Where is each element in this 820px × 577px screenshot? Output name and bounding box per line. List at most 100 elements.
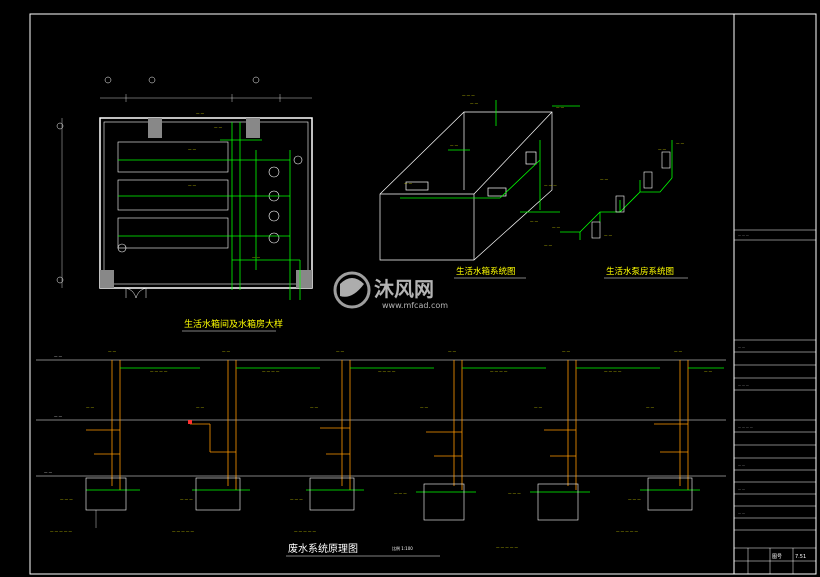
svg-text:— —: — — (196, 405, 205, 409)
svg-text:— —: — — (600, 177, 609, 181)
pump (117, 243, 127, 253)
svg-text:— — — —: — — — — (150, 369, 168, 373)
svg-text:— —: — — (54, 354, 63, 358)
svg-text:— —: — — (222, 349, 231, 353)
waste-system-scale: 比例 1:100 (392, 545, 413, 551)
pump (591, 221, 601, 239)
tank-system-isometric (379, 111, 553, 261)
svg-text:— — —: — — — (544, 183, 557, 187)
title-block-notes: — — — — — — — — — — — — — — — — — — (738, 233, 753, 515)
water-tank (117, 141, 229, 173)
sheet-frame (29, 13, 817, 575)
riser-unit (85, 360, 200, 528)
title-block (734, 229, 816, 574)
svg-text:— —: — — (552, 225, 561, 229)
svg-text:— —: — — (556, 105, 565, 109)
watermark-url: www.mfcad.com (382, 301, 448, 310)
svg-text:— — —: — — — (738, 233, 749, 237)
svg-text:— —: — — (674, 349, 683, 353)
pump-room-system: — — — — — — — — — — (552, 140, 685, 240)
pump (268, 232, 280, 244)
svg-text:— — —: — — — (738, 383, 749, 387)
svg-text:— — — —: — — — — (378, 369, 396, 373)
svg-text:— —: — — (188, 183, 197, 187)
svg-text:— — —: — — — (180, 497, 193, 501)
svg-text:— —: — — (470, 101, 479, 105)
pump-room-title: 生活水泵房系统图 (606, 266, 674, 277)
pump (643, 171, 653, 189)
svg-text:— — —: — — — (290, 497, 303, 501)
svg-text:— —: — — (448, 349, 457, 353)
svg-text:— — — —: — — — — (604, 369, 622, 373)
grid-bubble (252, 76, 260, 84)
svg-text:— —: — — (44, 470, 53, 474)
svg-text:— —: — — (108, 349, 117, 353)
svg-text:— — — — —: — — — — — (50, 529, 72, 533)
pump (615, 195, 625, 213)
svg-text:— —: — — (336, 349, 345, 353)
svg-text:— — —: — — — (628, 497, 641, 501)
sheet-number: 7.51 (795, 554, 806, 560)
riser-unit (306, 360, 434, 511)
svg-text:— —: — — (530, 219, 539, 223)
pump (293, 155, 303, 165)
door (125, 287, 147, 299)
svg-text:— —: — — (310, 405, 319, 409)
svg-text:— — — — —: — — — — — (172, 529, 194, 533)
grid-bubble (56, 276, 64, 284)
grid-bubble (148, 76, 156, 84)
svg-text:— — —: — — — (60, 497, 73, 501)
svg-text:— —: — — (738, 511, 745, 515)
pump (268, 166, 280, 178)
svg-text:— —: — — (534, 405, 543, 409)
svg-text:— — —: — — — (508, 491, 521, 495)
column (100, 270, 114, 288)
tank-system-title: 生活水箱系统图 (456, 266, 516, 277)
svg-text:— —: — — (676, 141, 685, 145)
svg-text:— —: — — (738, 345, 745, 349)
svg-text:— — —: — — — (394, 491, 407, 495)
svg-text:— —: — — (658, 147, 667, 151)
svg-text:— —: — — (54, 414, 63, 418)
svg-text:— —: — — (704, 369, 713, 373)
pump (661, 151, 671, 169)
svg-text:— —: — — (214, 125, 223, 129)
water-tank (117, 179, 229, 211)
waste-annotations: — — — — — — — — — — — — — — — — — — — — … (50, 349, 713, 549)
riser-unit (530, 360, 660, 521)
column (296, 270, 312, 288)
riser-unit (190, 360, 320, 511)
waste-system: — — — — — — (36, 349, 726, 549)
tank-room-title: 生活水箱间及水箱房大样 (184, 318, 283, 330)
tank-room-plan: — — — — — — — — — — (56, 76, 313, 300)
watermark: 沐风网 www.mfcad.com (333, 271, 448, 310)
watermark-logo-icon (333, 271, 371, 309)
tank-system-notes: — — — — — — — — — — — — — — — — — — (404, 93, 565, 247)
watermark-brand: 沐风网 (374, 277, 434, 301)
svg-text:— — — —: — — — — (738, 425, 753, 429)
svg-text:— —: — — (544, 243, 553, 247)
grid-bubble (56, 122, 64, 130)
tank-system-piping (400, 100, 580, 213)
svg-text:— —: — — (562, 349, 571, 353)
svg-text:— — — — —: — — — — — (616, 529, 638, 533)
riser-unit (640, 360, 724, 511)
valve (188, 420, 192, 424)
svg-text:— — — —: — — — — (490, 369, 508, 373)
column (148, 118, 162, 138)
svg-text:— —: — — (604, 233, 613, 237)
svg-text:— — — —: — — — — (262, 369, 280, 373)
svg-text:— — — — —: — — — — — (496, 545, 518, 549)
waste-system-title: 废水系统原理图 (288, 542, 358, 555)
svg-text:— —: — — (738, 463, 745, 467)
svg-text:— — — — —: — — — — — (294, 529, 316, 533)
svg-text:— —: — — (404, 181, 413, 185)
pump (268, 210, 280, 222)
svg-text:— —: — — (420, 405, 429, 409)
sheet-label: 图号 (772, 554, 782, 560)
riser-unit (416, 360, 546, 521)
svg-text:— —: — — (196, 111, 205, 115)
svg-text:— —: — — (86, 405, 95, 409)
svg-text:— —: — — (450, 143, 459, 147)
